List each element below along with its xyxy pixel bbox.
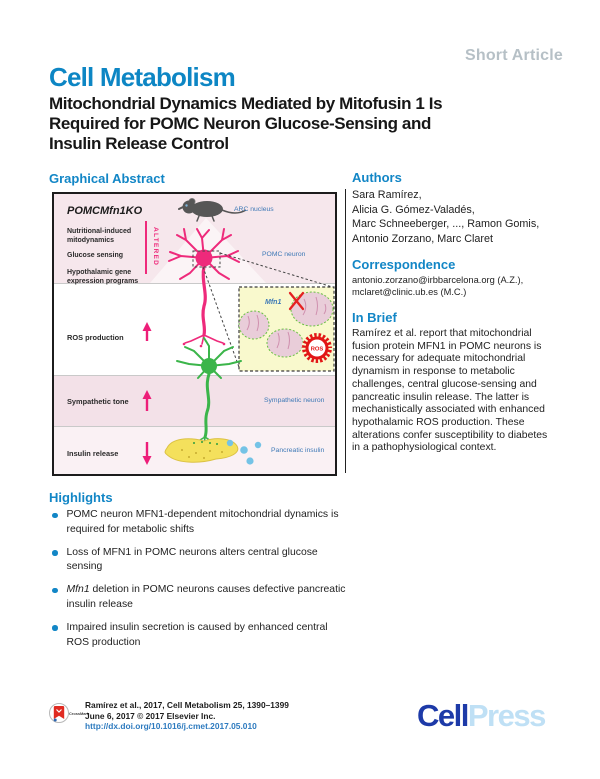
effect-gene-line2: expression programs bbox=[67, 278, 138, 285]
pomc-neuron-label: POMC neuron bbox=[262, 251, 306, 258]
magnify-dashes bbox=[192, 250, 335, 371]
pomc-soma bbox=[195, 249, 213, 267]
panel-title: POMCMfn1KO bbox=[67, 205, 143, 217]
email-link-zorzano[interactable]: antonio.zorzano@irbbarcelona.org (A.Z.), bbox=[352, 275, 524, 285]
logo-cell: Cell bbox=[417, 698, 469, 733]
highlight-item: Mfn1 deletion in POMC neurons causes def… bbox=[50, 583, 350, 613]
article-title-line1: Mitochondrial Dynamics Mediated by Mitof… bbox=[49, 94, 443, 113]
logo-press: Press bbox=[467, 698, 546, 733]
effect-glucose: Glucose sensing bbox=[67, 252, 123, 259]
effect-nutritional-line1: Nutritional-induced bbox=[67, 228, 131, 235]
article-title: Mitochondrial Dynamics Mediated by Mitof… bbox=[49, 94, 529, 154]
in-brief-heading: In Brief bbox=[352, 310, 397, 325]
x-mark-icon bbox=[288, 291, 305, 311]
arc-nucleus-label: ARC nucleus bbox=[234, 206, 274, 213]
citation-line: Ramírez et al., 2017, Cell Metabolism 25… bbox=[85, 700, 289, 710]
row-label-sympathetic: Sympathetic tone bbox=[67, 397, 129, 406]
mouse-icon bbox=[178, 197, 247, 222]
pomc-neuron bbox=[168, 228, 240, 345]
correspondence-emails: antonio.zorzano@irbbarcelona.org (A.Z.),… bbox=[352, 275, 523, 299]
crossmark-icon bbox=[49, 703, 69, 723]
highlight-text: POMC neuron MFN1-dependent mitochondrial… bbox=[66, 509, 339, 535]
row-label-ros: ROS production bbox=[67, 333, 124, 342]
effect-gene-line1: Hypothalamic gene bbox=[67, 269, 131, 276]
sympathetic-neuron-label: Sympathetic neuron bbox=[264, 397, 325, 404]
effect-nutritional-line2: mitodynamics bbox=[67, 237, 114, 244]
band-sympathetic bbox=[54, 375, 335, 427]
journal-title: Cell Metabolism bbox=[49, 62, 236, 92]
altered-label: ALTERED bbox=[152, 227, 159, 266]
correspondence-heading: Correspondence bbox=[352, 257, 456, 272]
ros-label: ROS bbox=[311, 347, 324, 353]
crossmark-badge[interactable]: CrossMark bbox=[48, 700, 90, 726]
author-name: Marc Schneeberger, ..., Ramon Gomis, bbox=[352, 218, 540, 231]
column-divider bbox=[345, 189, 346, 473]
author-name: Antonio Zorzano, Marc Claret bbox=[352, 232, 494, 245]
highlight-item: Impaired insulin secretion is caused by … bbox=[50, 621, 350, 651]
highlights-list: POMC neuron MFN1-dependent mitochondrial… bbox=[50, 508, 350, 658]
article-type-label: Short Article bbox=[464, 47, 563, 64]
highlight-text: deletion in POMC neurons causes defectiv… bbox=[66, 584, 346, 610]
highlight-item: POMC neuron MFN1-dependent mitochondrial… bbox=[50, 508, 350, 538]
bullet-icon bbox=[52, 625, 58, 631]
doi-link[interactable]: http://dx.doi.org/10.1016/j.cmet.2017.05… bbox=[85, 721, 257, 732]
highlight-text: Impaired insulin secretion is caused by … bbox=[66, 621, 328, 648]
copyright-line: June 6, 2017 © 2017 Elsevier Inc. bbox=[85, 710, 216, 721]
bullet-icon bbox=[52, 512, 58, 518]
mfn1-label: Mfn1 bbox=[265, 299, 281, 306]
graphical-abstract-heading: Graphical Abstract bbox=[49, 171, 165, 186]
row-label-insulin: Insulin release bbox=[67, 449, 118, 458]
highlight-text: Loss of MFN1 in POMC neurons alters cent… bbox=[66, 546, 318, 573]
author-name: Sara Ramírez, bbox=[352, 189, 422, 201]
article-title-line2: Required for POMC Neuron Glucose-Sensing… bbox=[49, 114, 431, 133]
article-title-line3: Insulin Release Control bbox=[49, 134, 229, 153]
bullet-icon bbox=[52, 587, 58, 594]
footer-citation-block: Ramírez et al., 2017, Cell Metabolism 25… bbox=[85, 700, 289, 732]
in-brief-text: Ramírez et al. report that mitochondrial… bbox=[352, 328, 548, 454]
highlights-heading: Highlights bbox=[49, 490, 113, 505]
email-link-claret[interactable]: mclaret@clinic.ub.es (M.C.) bbox=[352, 286, 467, 297]
mitochondria-inset: ROS Mfn1 bbox=[238, 286, 335, 372]
pancreas bbox=[164, 438, 239, 463]
pancreatic-insulin-label: Pancreatic insulin bbox=[271, 447, 324, 454]
graphical-abstract-art: ALTERED POMCMfn1KO Nutritional-induced m… bbox=[54, 194, 335, 474]
crossmark-label: CrossMark bbox=[69, 711, 90, 716]
bullet-icon bbox=[52, 550, 58, 556]
insulin-dots bbox=[226, 439, 262, 465]
highlight-item: Loss of MFN1 in POMC neurons alters cent… bbox=[50, 546, 350, 576]
authors-heading: Authors bbox=[352, 170, 402, 185]
sympathetic-soma bbox=[201, 358, 217, 374]
highlight-italic: Mfn1 bbox=[66, 584, 90, 596]
cellpress-logo: CellPress bbox=[417, 698, 546, 734]
trend-arrows bbox=[142, 322, 152, 465]
author-name: Alicia G. Gómez-Valadés, bbox=[352, 203, 475, 216]
graphical-abstract-figure: ALTERED POMCMfn1KO Nutritional-induced m… bbox=[52, 192, 337, 476]
author-list: Sara Ramírez, Alicia G. Gómez-Valadés, M… bbox=[352, 188, 539, 246]
